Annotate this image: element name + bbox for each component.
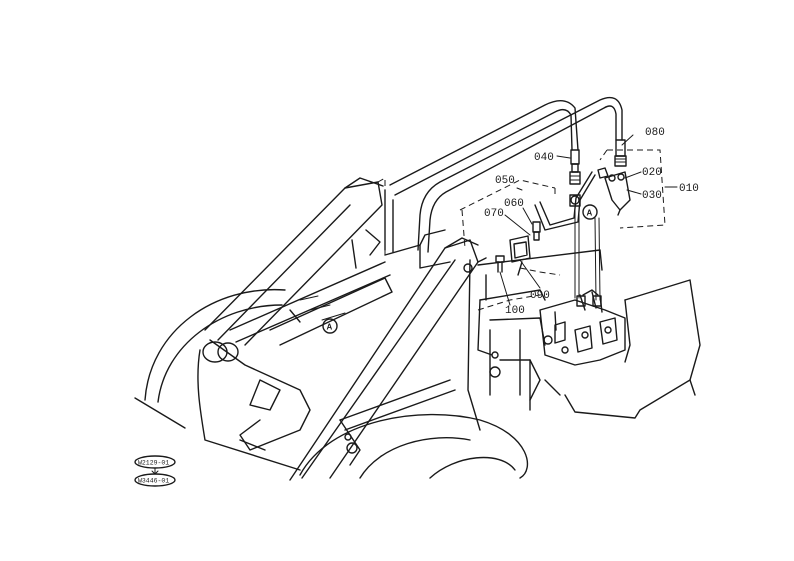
part-label-030: 030: [642, 190, 662, 202]
drop-tubes: [574, 207, 602, 307]
svg-text:A: A: [327, 323, 333, 332]
right-loader-arm: [289, 237, 487, 481]
left-tire: [134, 288, 286, 429]
part-label-020: 020: [642, 167, 662, 179]
group-box-lower: [477, 267, 561, 311]
group-box-010: [599, 149, 666, 229]
part-label-060: 060: [504, 198, 524, 210]
part-label-040: 040: [534, 152, 554, 164]
group-box-050: [459, 179, 556, 249]
part-label-010: 010: [679, 183, 699, 195]
front-tire: [299, 413, 529, 479]
bolt-100: [495, 255, 505, 273]
svg-text:A: A: [587, 209, 593, 218]
part-label-080: 080: [645, 127, 665, 139]
part-label-090: 090: [530, 290, 550, 302]
lift-cylinders: [229, 261, 456, 466]
machine-frame: [384, 229, 603, 411]
part-label-100: 100: [505, 305, 525, 317]
fitting-080: [614, 139, 627, 167]
fitting-020-030: [597, 167, 631, 216]
control-valve: [539, 289, 626, 366]
callout-marker-a-lower: A: [322, 318, 338, 334]
part-labels: 040 080 020 030 010 050 060 070 090 100: [484, 127, 699, 317]
left-loader-arm: [204, 177, 386, 346]
part-label-070: 070: [484, 208, 504, 220]
right-housing: [564, 279, 701, 419]
stamp-upper: W2129-01: [138, 460, 169, 467]
part-label-050: 050: [495, 175, 515, 187]
fitting-040: [569, 149, 581, 185]
callout-marker-a-upper: A: [582, 204, 598, 220]
stamp-lower: W3446-01: [138, 478, 169, 485]
bucket-linkage: [197, 339, 311, 471]
hydraulic-pipes: [384, 96, 623, 253]
pipe-050-070: [532, 171, 596, 241]
leader-lines: [499, 134, 678, 306]
reference-stamps: W2129-01 W3446-01: [134, 455, 176, 487]
